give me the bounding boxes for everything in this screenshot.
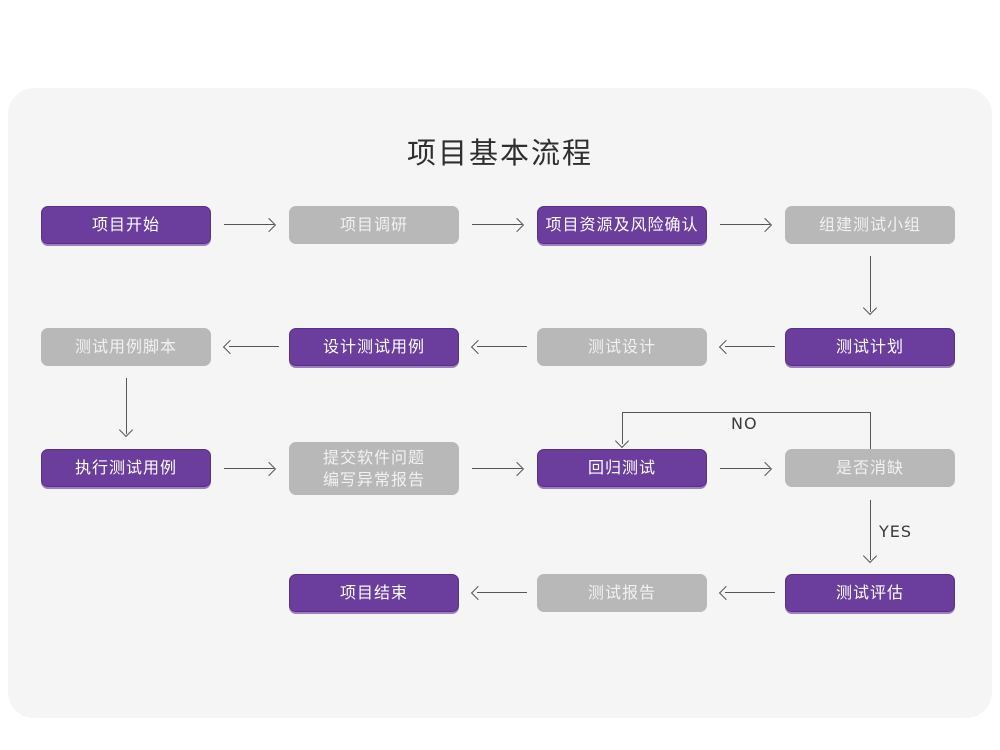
node-build-test-team[interactable]: 组建测试小组 bbox=[785, 206, 955, 244]
edge-line bbox=[720, 224, 770, 225]
node-resource-risk[interactable]: 项目资源及风险确认 bbox=[537, 206, 707, 244]
edge-label-no: NO bbox=[731, 414, 758, 433]
edge-line bbox=[126, 378, 127, 434]
edge-label-yes: YES bbox=[879, 522, 913, 541]
node-project-research[interactable]: 项目调研 bbox=[289, 206, 459, 244]
edge-line bbox=[472, 468, 522, 469]
node-test-report[interactable]: 测试报告 bbox=[537, 574, 707, 612]
edge-line bbox=[725, 346, 775, 347]
node-test-design[interactable]: 测试设计 bbox=[537, 328, 707, 366]
node-design-test-case[interactable]: 设计测试用例 bbox=[289, 328, 459, 366]
edge-line bbox=[472, 224, 522, 225]
edge-line bbox=[224, 224, 274, 225]
edge-line bbox=[622, 412, 871, 413]
edge-line bbox=[725, 592, 775, 593]
node-execute-test-case[interactable]: 执行测试用例 bbox=[41, 449, 211, 487]
edge-line bbox=[477, 592, 527, 593]
edge-line bbox=[224, 468, 274, 469]
edge-line bbox=[477, 346, 527, 347]
node-project-start[interactable]: 项目开始 bbox=[41, 206, 211, 244]
edge-line bbox=[720, 468, 770, 469]
page-title: 项目基本流程 bbox=[406, 136, 593, 170]
node-test-case-script[interactable]: 测试用例脚本 bbox=[41, 328, 211, 366]
node-defect-cleared[interactable]: 是否消缺 bbox=[785, 449, 955, 487]
node-regression-test[interactable]: 回归测试 bbox=[537, 449, 707, 487]
edge-line bbox=[870, 500, 871, 560]
edge-line bbox=[229, 346, 279, 347]
flowchart-canvas bbox=[8, 88, 992, 718]
edge-line bbox=[870, 412, 871, 450]
node-test-evaluation[interactable]: 测试评估 bbox=[785, 574, 955, 612]
node-project-end[interactable]: 项目结束 bbox=[289, 574, 459, 612]
edge-line bbox=[870, 256, 871, 312]
edge-line bbox=[622, 412, 623, 444]
node-submit-defect-report[interactable]: 提交软件问题 编写异常报告 bbox=[289, 442, 459, 495]
node-test-plan[interactable]: 测试计划 bbox=[785, 328, 955, 366]
